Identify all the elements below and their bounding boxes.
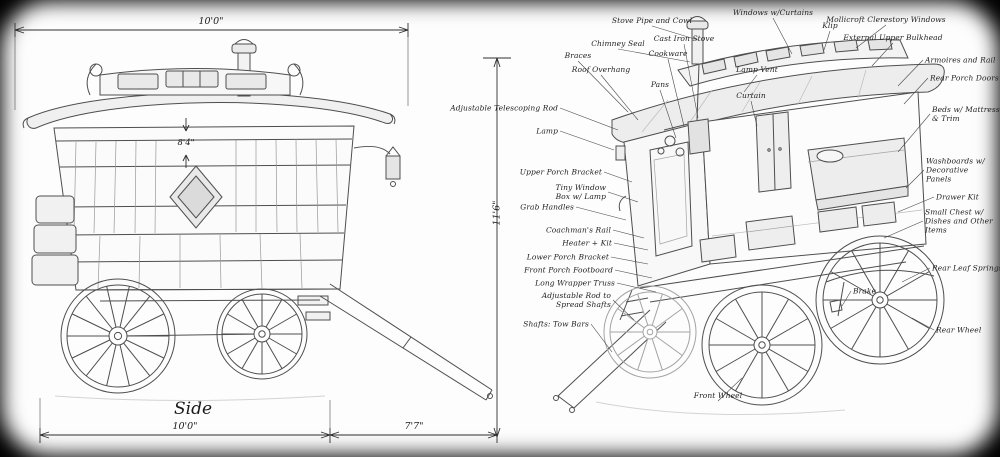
leader-line <box>559 130 615 151</box>
dimension-bottom-body: 10'0" <box>172 421 198 432</box>
annotation-label: Lamp <box>536 126 558 136</box>
leader-line <box>612 299 635 321</box>
leader-line <box>603 171 633 183</box>
annotation-label: Beds w/ Mattress & Trim <box>932 105 1000 123</box>
annotation-label: Rear Leaf Springs <box>932 263 1000 273</box>
leader-line <box>911 317 935 331</box>
leader-line <box>897 196 935 213</box>
annotation-label: Curtain <box>736 91 766 100</box>
annotation-label: Grab Handles <box>520 202 574 212</box>
leader-line <box>667 58 685 127</box>
leader-line <box>841 290 852 307</box>
side-view-title: Side <box>173 399 213 419</box>
front-wheel-side-view <box>216 288 308 380</box>
annotation-label: Roof Overhang <box>571 65 631 74</box>
leader-line <box>855 24 887 49</box>
leader-line <box>871 42 894 67</box>
annotation-label: Lower Porch Bracket <box>526 252 609 262</box>
annotation-label: Klip <box>822 21 838 30</box>
annotation-label: Shafts: Tow Bars <box>523 319 589 329</box>
annotation-label: Chimney Seal <box>591 39 645 48</box>
far-front-wheel <box>603 285 697 379</box>
leader-line <box>659 89 677 139</box>
leader-line <box>614 269 653 279</box>
leader-line <box>823 30 831 51</box>
annotation-label: Tiny Window Box w/ Lamp <box>555 183 606 201</box>
dimension-lines <box>14 23 511 443</box>
leader-line <box>717 377 743 402</box>
annotation-label: Small Chest w/ Dishes and Other Items <box>925 207 993 235</box>
leader-line <box>905 169 925 189</box>
dimension-overall-height: 11'6" <box>491 200 503 226</box>
annotation-label: Adjustable Rod to Spread Shafts <box>541 291 611 309</box>
annotation-label: Front Wheel <box>693 391 743 400</box>
leader-line <box>559 107 619 131</box>
leader-line <box>616 282 657 293</box>
rear-wheel-side-view <box>60 278 176 394</box>
annotation-label: Stove Pipe and Cowl <box>611 16 693 25</box>
annotation-label: Cast Iron Stove <box>653 34 715 43</box>
leader-line <box>750 100 758 127</box>
annotation-label: Heater + Kit <box>562 238 612 248</box>
leader-line <box>883 220 924 239</box>
leader-line <box>897 59 924 87</box>
side-view-drawing <box>22 39 493 401</box>
leader-line <box>903 77 929 105</box>
annotation-label: Cookware <box>648 49 688 58</box>
annotation-label: External Upper Bulkhead <box>843 33 943 42</box>
leader-line <box>612 229 645 239</box>
leader-line <box>743 74 758 93</box>
annotation-label: Adjustable Telescoping Rod <box>450 103 558 113</box>
annotation-label: Windows w/Curtains <box>732 8 814 17</box>
leader-line <box>613 242 649 251</box>
cutaway-view-drawing <box>553 16 945 415</box>
dimension-body-height: 8'4" <box>177 138 195 148</box>
leader-line <box>607 191 639 203</box>
annotation-label: Long Wrapper Truss <box>535 278 615 288</box>
annotation-label: Upper Porch Bracket <box>519 167 602 177</box>
leader-line <box>610 256 649 265</box>
rear-wheel-cutaway <box>815 235 945 365</box>
leader-line <box>590 323 613 353</box>
annotation-label: Mollicroft Clerestory Windows <box>826 15 946 24</box>
leader-line <box>651 25 699 41</box>
front-wheel-cutaway <box>701 284 823 406</box>
leader-line <box>897 113 931 153</box>
dimension-top-length: 10'0" <box>198 16 224 27</box>
leader-line <box>577 60 629 113</box>
annotation-label: Rear Wheel <box>936 325 982 335</box>
leader-line <box>617 48 691 63</box>
annotation-label: Coachman's Rail <box>545 225 611 235</box>
annotation-label: Drawer Kit <box>936 192 979 202</box>
annotation-label: Armoires and Rail <box>925 55 996 65</box>
annotation-label: Rear Porch Doors <box>930 73 999 83</box>
leader-line <box>683 43 699 119</box>
annotation-label: Lamp Vent <box>736 65 778 74</box>
annotation-label: Brake <box>853 286 877 296</box>
annotation-label: Front Porch Footboard <box>524 265 613 275</box>
leader-line <box>600 74 639 121</box>
annotation-label: Braces <box>564 51 592 60</box>
leader-line <box>901 267 931 283</box>
dimension-bottom-shafts: 7'7" <box>404 421 424 432</box>
leader-line <box>772 17 793 55</box>
annotation-label: Pans <box>650 80 670 89</box>
annotation-label: Washboards w/ Decorative Panels <box>926 156 985 184</box>
leader-line <box>575 206 627 221</box>
